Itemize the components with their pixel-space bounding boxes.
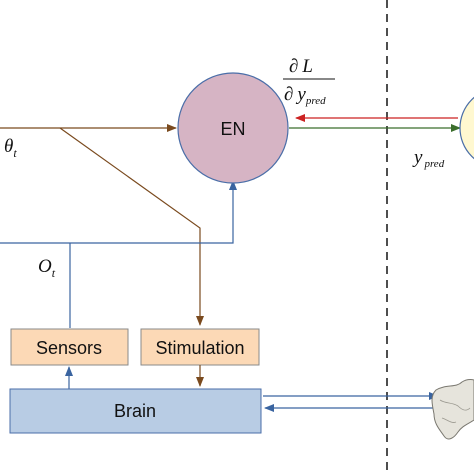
observation-to-en-arrow: [0, 180, 237, 244]
o-t-label: Ot: [38, 256, 56, 280]
en-node: [177, 72, 289, 184]
gradient-fraction: ∂L ∂ypred: [283, 56, 335, 107]
theta-t-label: θt: [4, 136, 17, 160]
stimulation-label: Stimulation: [155, 338, 244, 358]
en-label: EN: [220, 119, 245, 139]
sensors-label: Sensors: [36, 338, 102, 358]
gradient-numerator: ∂L: [289, 56, 313, 77]
brain-label: Brain: [114, 401, 156, 421]
sensors-box: [10, 328, 129, 366]
theta-to-stimulation-arrow: [59, 127, 204, 326]
gradient-denominator: ∂ypred: [284, 84, 326, 107]
brain-box: [9, 388, 262, 434]
shoulder-bone-image: [431, 379, 474, 440]
predictor-node-partial: [459, 96, 474, 160]
stimulation-box: [140, 328, 260, 366]
